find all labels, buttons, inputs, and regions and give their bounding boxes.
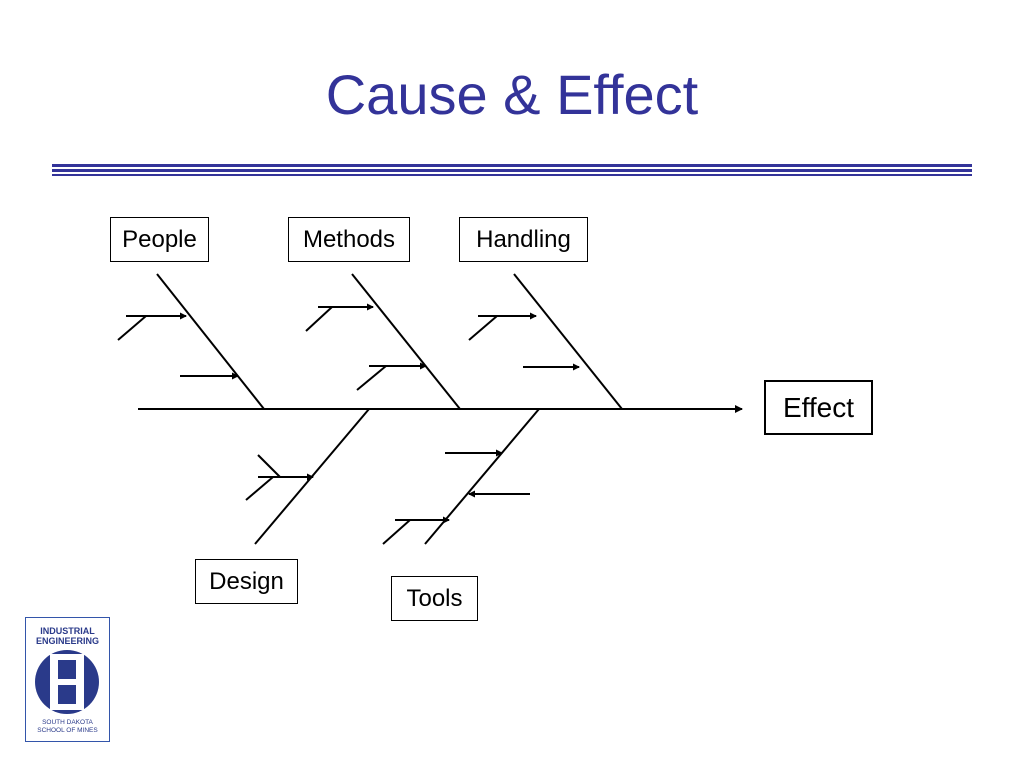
sub-cause-handling-1-branch — [468, 315, 498, 341]
category-people: People — [110, 217, 209, 262]
sub-cause-methods-1-branch — [305, 306, 333, 332]
school-logo: INDUSTRIAL ENGINEERING SOUTH DAKOTA SCHO… — [25, 617, 110, 742]
sub-cause-design-1-branch-b — [245, 476, 274, 501]
title-divider-line-3 — [52, 174, 972, 176]
title-divider-line-2 — [52, 169, 972, 172]
ie-emblem-icon — [35, 650, 99, 714]
sub-cause-tools-3-branch — [382, 519, 411, 545]
category-design: Design — [195, 559, 298, 604]
sub-cause-people-1-branch — [117, 315, 147, 341]
category-methods: Methods — [288, 217, 410, 262]
sub-cause-methods-2-branch — [356, 365, 387, 391]
bone-people — [156, 273, 265, 410]
bone-tools — [424, 408, 540, 545]
bone-methods — [351, 273, 461, 410]
logo-top-text: INDUSTRIAL ENGINEERING — [35, 626, 99, 646]
effect-box: Effect — [764, 380, 873, 435]
bone-handling — [513, 273, 623, 410]
logo-bottom-text: SOUTH DAKOTA SCHOOL OF MINES — [37, 719, 98, 734]
slide-title: Cause & Effect — [325, 63, 699, 126]
sub-cause-design-1-branch — [257, 454, 281, 478]
category-tools: Tools — [391, 576, 478, 621]
category-handling: Handling — [459, 217, 588, 262]
title-divider-line-1 — [52, 164, 972, 167]
